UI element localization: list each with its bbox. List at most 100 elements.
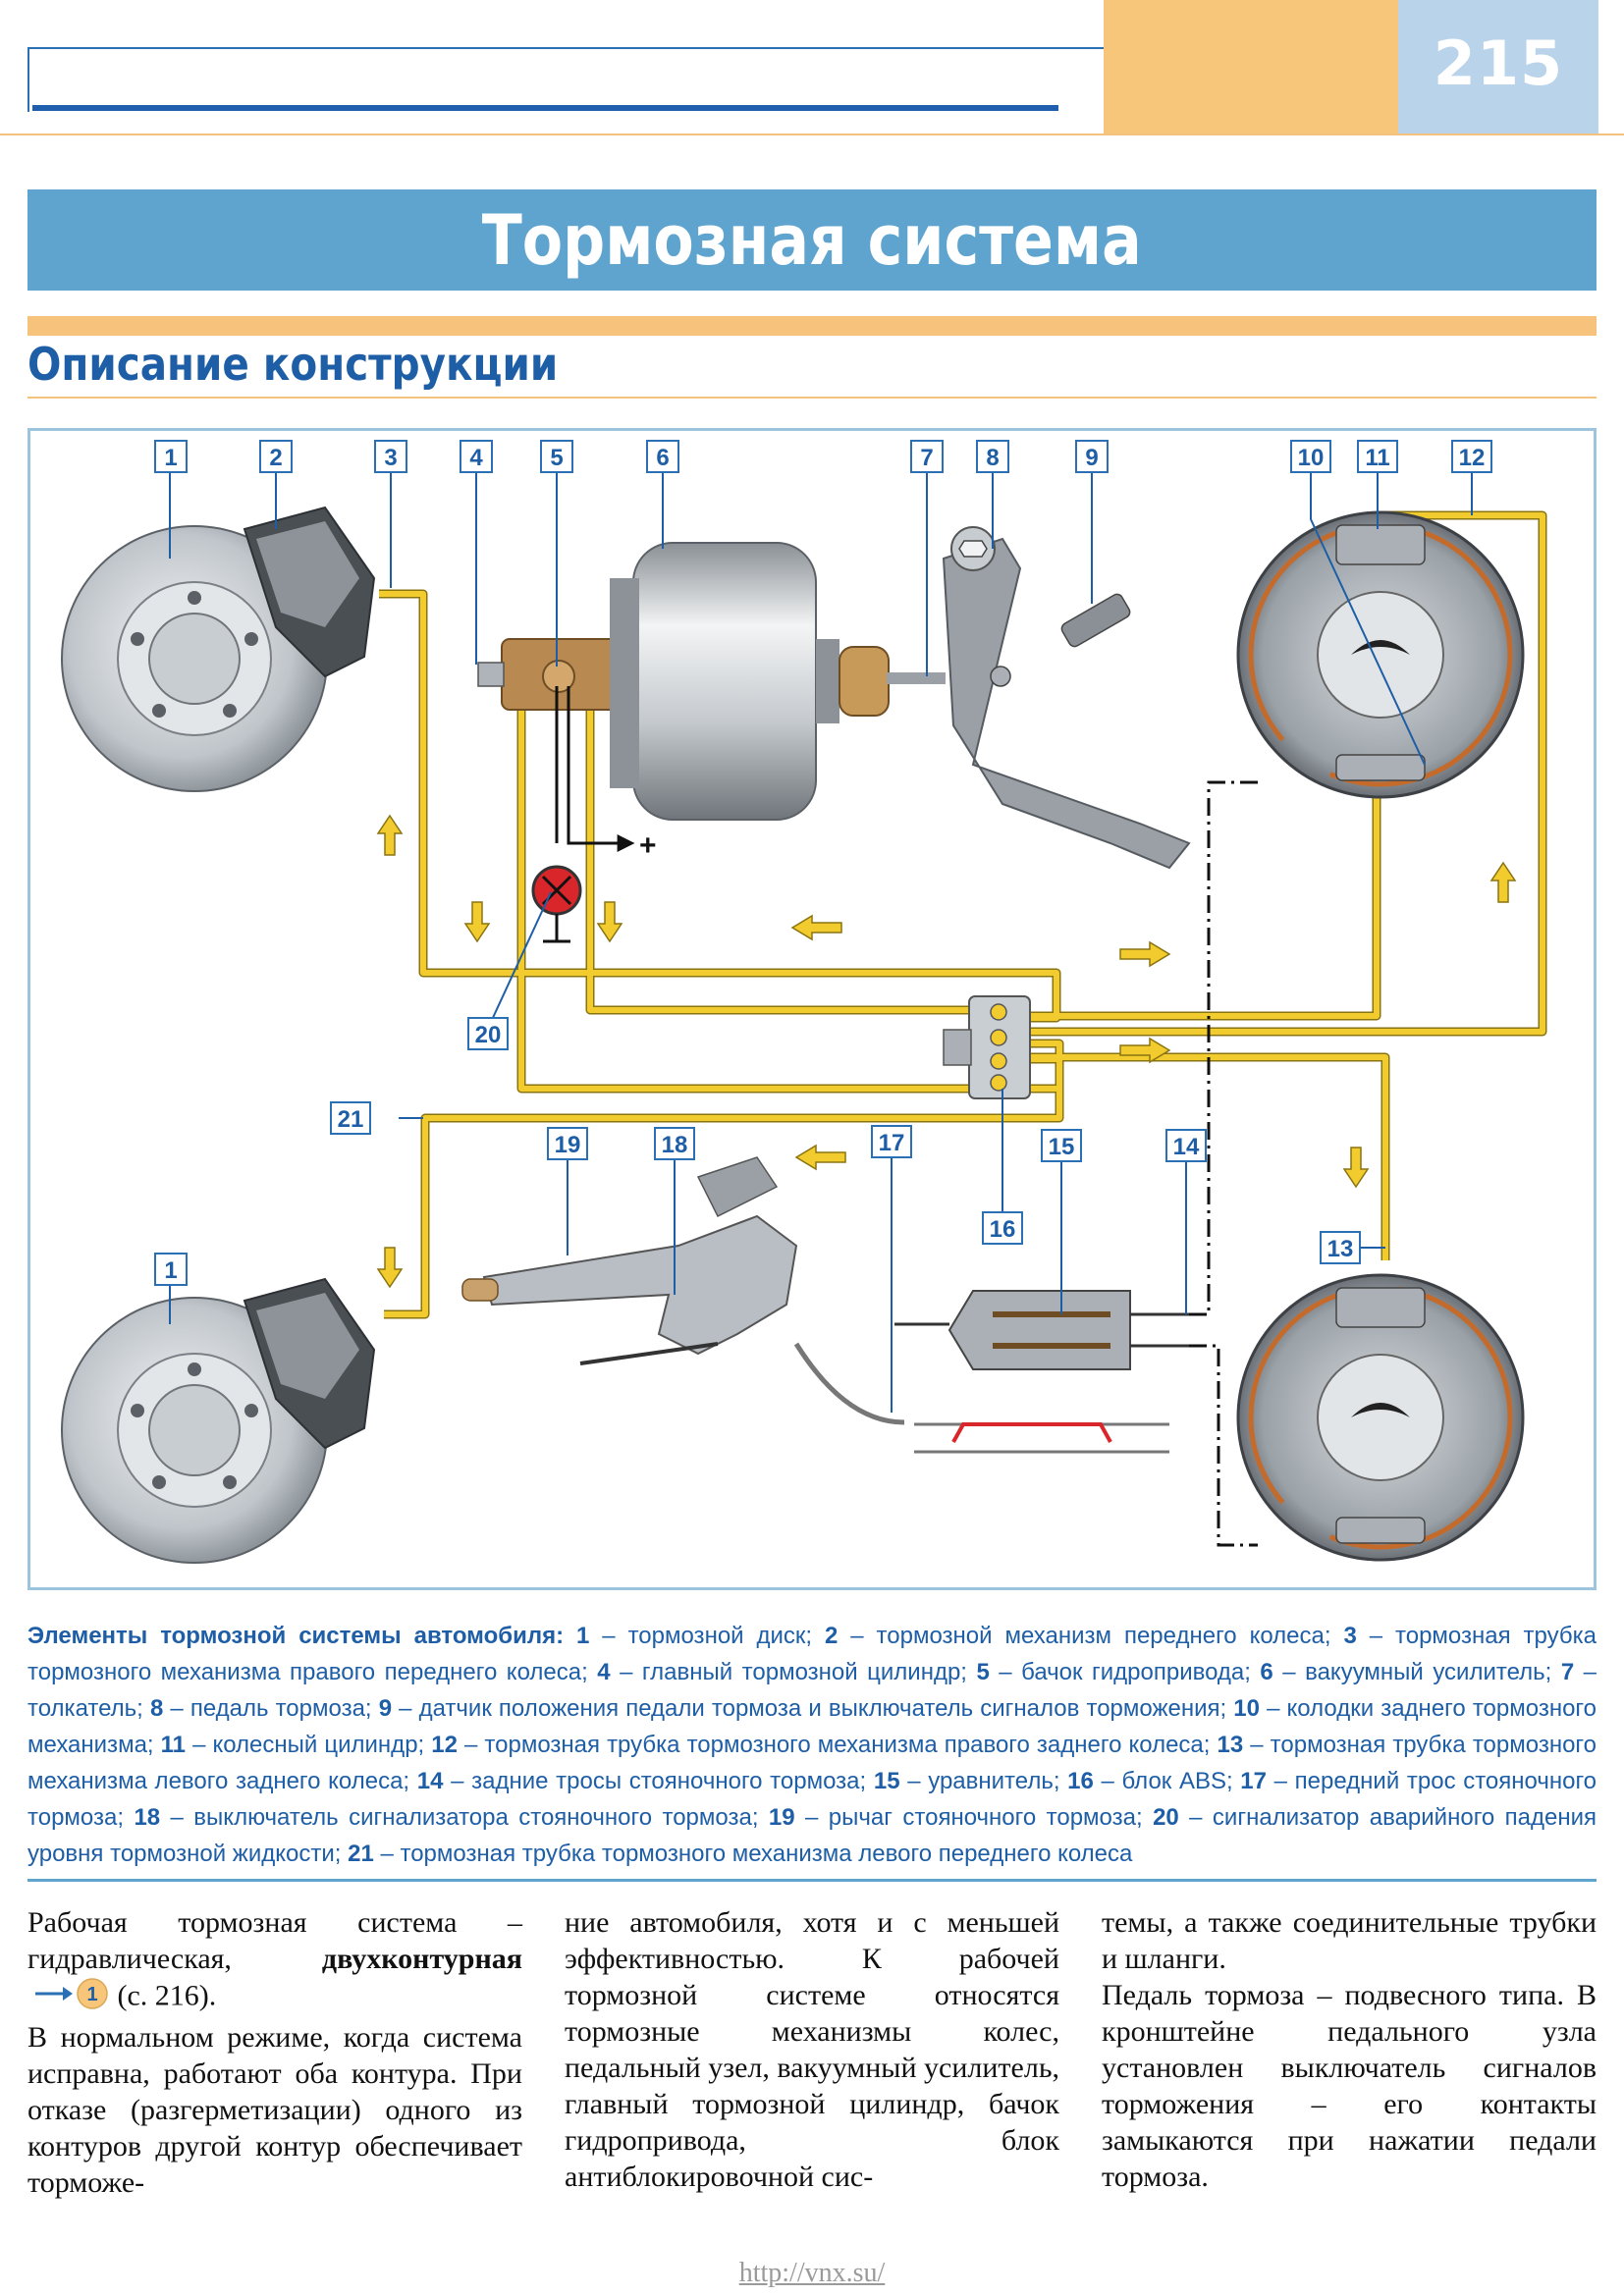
rear-left-drum [1236,1273,1525,1562]
svg-text:8: 8 [986,445,999,471]
section-rule [27,397,1597,399]
caption-item-text: – тормозной механизм переднего колеса; [838,1623,1331,1649]
caption-item-number: 1 [576,1623,590,1649]
col3-paragraph-2: Педаль тормоза – подвесного типа. В крон… [1102,1979,1597,2193]
svg-text:13: 13 [1327,1236,1354,1262]
col3-paragraph-1: темы, а также соединительные трубки и шл… [1102,1906,1597,1975]
svg-text:15: 15 [1049,1134,1075,1160]
header-rule-left [27,47,29,112]
callout-4: 4 [460,440,493,473]
caption-item-number: 19 [768,1804,795,1831]
caption-item-number: 14 [416,1768,444,1794]
caption-item-text: – уравнитель; [899,1768,1060,1794]
caption-item-number: 11 [160,1732,187,1758]
caption-item-text: – бачок гидропривода; [989,1659,1251,1685]
svg-text:11: 11 [1365,445,1389,471]
front-left-disc [61,1277,376,1564]
header-rule-bottom [32,105,1058,111]
callout-13: 13 [1320,1231,1361,1264]
front-right-disc [61,506,376,792]
caption-item-text: – главный тормозной цилиндр; [610,1659,967,1685]
svg-text:7: 7 [920,445,933,471]
callout-6: 6 [646,440,679,473]
callout-21: 21 [330,1101,371,1135]
section-title: Описание конструкции [27,338,559,391]
svg-text:14: 14 [1173,1134,1200,1160]
caption-item-text: – выключатель сигнализатора стояночного … [160,1804,759,1831]
caption-item-text: – тормозной диск; [589,1623,813,1649]
rear-cables [1189,780,1258,1547]
caption-item-text: – тормозная трубка тормозного механизма … [27,1623,1597,1685]
header-rule-top [27,47,1380,49]
caption-item-number: 13 [1217,1732,1244,1758]
callout-2: 2 [259,440,293,473]
parking-brake-equalizer [894,1290,1189,1454]
figure-caption: Элементы тормозной системы автомобиля: 1… [27,1618,1597,1872]
caption-item-number: 6 [1260,1659,1273,1685]
col2-paragraph-1: ние автомобиля, хотя и с меньшей эффекти… [565,1906,1059,2193]
abs-block [943,995,1031,1099]
svg-text:16: 16 [990,1216,1016,1243]
rear-right-drum [1236,510,1525,799]
chapter-title-band: Тормозная система [27,189,1597,291]
callout-10: 10 [1290,440,1331,473]
caption-item-text: – тормозная трубка тормозного механизма … [373,1841,1133,1867]
callout-19: 19 [547,1127,588,1160]
caption-item-text: – педаль тормоза; [163,1695,372,1722]
svg-text:5: 5 [550,445,563,471]
footer-url-link[interactable]: http://vnx.su/ [738,2258,886,2288]
svg-text:1: 1 [86,1984,97,2005]
header-orange-block [1104,0,1398,134]
caption-item-text: – передний трос стояночного тормоза; [27,1768,1597,1831]
caption-item-text: – колодки заднего тормозного механизма; [27,1695,1597,1758]
col1-paragraph-1: Рабочая тормозная система – гидравлическ… [27,1904,522,2019]
caption-item-number: 8 [149,1695,164,1722]
callout-14: 14 [1165,1129,1207,1162]
caption-item-number: 20 [1153,1804,1179,1831]
caption-item-number: 4 [597,1659,611,1685]
body-column-1: Рабочая тормозная система – гидравлическ… [27,1904,522,2201]
brake-pedal [942,526,1191,870]
flow-arrows [376,814,1517,1289]
header-blue-block [1398,0,1598,134]
svg-text:20: 20 [475,1022,502,1048]
brake-lines [379,512,1545,1317]
callout-18: 18 [654,1127,695,1160]
col1-bold-term: двухконтурная [321,1943,522,1975]
caption-item-number: 10 [1233,1695,1260,1722]
svg-text:18: 18 [662,1132,688,1158]
svg-text:10: 10 [1298,445,1325,471]
caption-item-number: 16 [1067,1768,1094,1794]
svg-text:12: 12 [1459,445,1486,471]
svg-text:19: 19 [555,1132,581,1158]
caption-item-number: 15 [873,1768,900,1794]
caption-item-text: – блок ABS; [1093,1768,1233,1794]
callout-5: 5 [540,440,573,473]
svg-text:21: 21 [338,1106,364,1133]
caption-item-text: – задние тросы стояночного тормоза; [443,1768,867,1794]
caption-item-number: 12 [431,1732,458,1758]
callout-20: 20 [467,1017,509,1050]
caption-item-number: 17 [1240,1768,1267,1794]
vacuum-booster [610,542,946,821]
svg-text:2: 2 [269,445,282,471]
brake-system-diagram: + [27,428,1597,1590]
callout-8: 8 [976,440,1009,473]
svg-text:17: 17 [879,1130,905,1156]
reference-arrow-icon[interactable]: 1 [33,1977,110,2019]
header-thin-rule [0,133,1624,135]
warning-lamp-icon [531,865,582,943]
callout-1-top: 1 [154,440,188,473]
caption-item-number: 7 [1560,1659,1575,1685]
caption-item-text: – толкатель; [27,1659,1597,1722]
caption-item-number: 21 [348,1841,374,1867]
svg-text:4: 4 [469,445,483,471]
svg-text:1: 1 [164,445,177,471]
caption-item-text: – тормозная трубка тормозного механизма … [457,1732,1211,1758]
caption-item-number: 5 [976,1659,990,1685]
callout-15: 15 [1041,1129,1082,1162]
caption-item-number: 3 [1343,1623,1357,1649]
callout-9: 9 [1075,440,1109,473]
caption-item-text: – датчик положения педали тормоза и выкл… [392,1695,1227,1722]
caption-item-text: – рычаг стояночного тормоза; [794,1804,1143,1831]
